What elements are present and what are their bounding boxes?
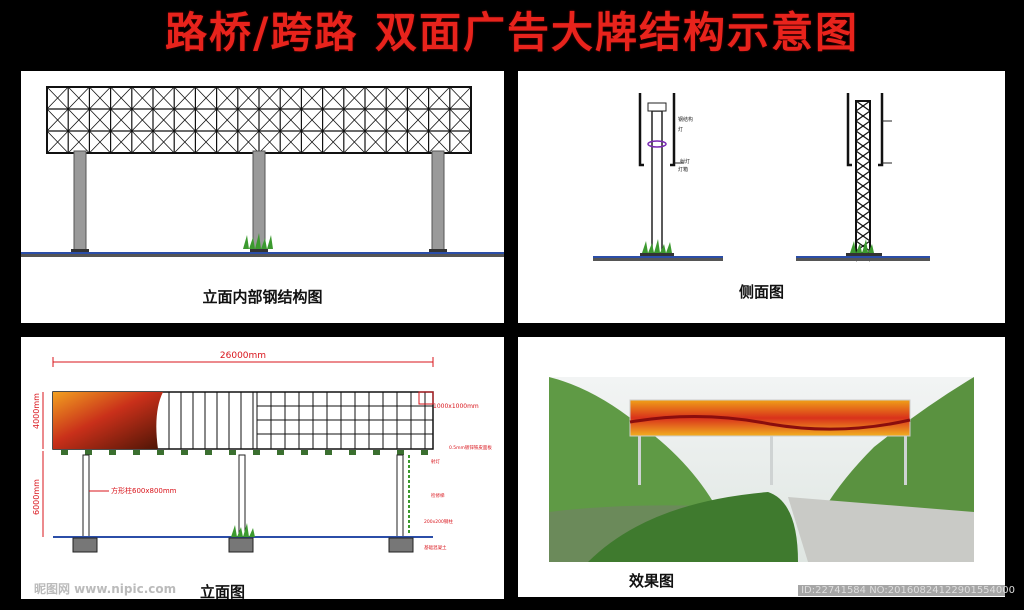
note-spotlight: 射灯 [431, 458, 440, 465]
billboard-ad-image [53, 392, 163, 449]
grass-tuft [243, 233, 273, 249]
caption-elevation-steel: 立面内部钢结构图 [202, 288, 323, 306]
road-right [788, 497, 974, 562]
page-title: 路桥/跨路 双面广告大牌结构示意图 [165, 8, 859, 57]
note-foundation: 基础混凝土 [424, 544, 447, 551]
foundation-left [72, 537, 98, 553]
grid-cell-highlight [418, 391, 434, 405]
billboard-panel-grid [168, 392, 433, 449]
caption-effect: 效果图 [628, 572, 674, 590]
grid-size-note: 1000x1000mm [433, 403, 479, 410]
caption-elevation: 立面图 [199, 583, 245, 601]
side-view-lattice-column [796, 93, 930, 262]
note-ladder: 检修梯 [431, 492, 445, 499]
panel-effect: 效果图 [518, 337, 1005, 597]
side-view-solid-column: 钢结构 灯 射灯 灯箱 [593, 93, 723, 261]
effect-post-right [904, 435, 907, 485]
elevation-drawing: 26000mm 4000mm 6000mm 1000x1000mm 方形柱600… [32, 351, 492, 553]
watermark-right: ID:22741584 NO:20160824122901554000 [798, 585, 1018, 596]
panel-elevation: 26000mm 4000mm 6000mm 1000x1000mm 方形柱600… [21, 337, 504, 601]
post-right [396, 454, 404, 538]
steel-structure-drawing [21, 86, 504, 257]
spotlight-row [61, 450, 428, 455]
side-label-spotlight: 射灯 [680, 158, 690, 165]
effect-post-center [770, 435, 773, 485]
note-steel-post: 200x200钢柱 [424, 518, 453, 525]
column-footings [71, 249, 447, 253]
post-height-label: 6000mm [32, 479, 41, 515]
support-column-left [73, 150, 87, 252]
width-dimension-label: 26000mm [220, 351, 266, 361]
side-label-lightbox: 灯箱 [678, 166, 688, 173]
effect-post-left [638, 435, 641, 485]
note-face-sheet: 0.5mm镀锌铁皮面板 [449, 444, 492, 451]
steel-truss-grid [46, 86, 472, 154]
foundation-center [228, 537, 254, 553]
side-label-steel: 钢结构 [678, 116, 693, 123]
panel-side-view: 钢结构 灯 射灯 灯箱 侧面图 [518, 71, 1005, 323]
watermark-left: 昵图网 www.nipic.com [34, 582, 177, 596]
caption-side-view: 侧面图 [738, 283, 784, 301]
post-center [238, 454, 246, 538]
hedge-median [588, 492, 798, 562]
side-label-lamp: 灯 [678, 126, 683, 133]
support-column-right [431, 150, 445, 252]
foundation-right [388, 537, 414, 553]
side-view-drawing: 钢结构 灯 射灯 灯箱 [593, 93, 930, 262]
effect-rendering [549, 377, 974, 562]
post-left [82, 454, 90, 538]
ground-hatch [21, 254, 504, 257]
panel-elevation-steel: 立面内部钢结构图 [21, 71, 504, 323]
board-height-label: 4000mm [32, 393, 41, 429]
column-size-note: 方形柱600x800mm [111, 486, 177, 495]
